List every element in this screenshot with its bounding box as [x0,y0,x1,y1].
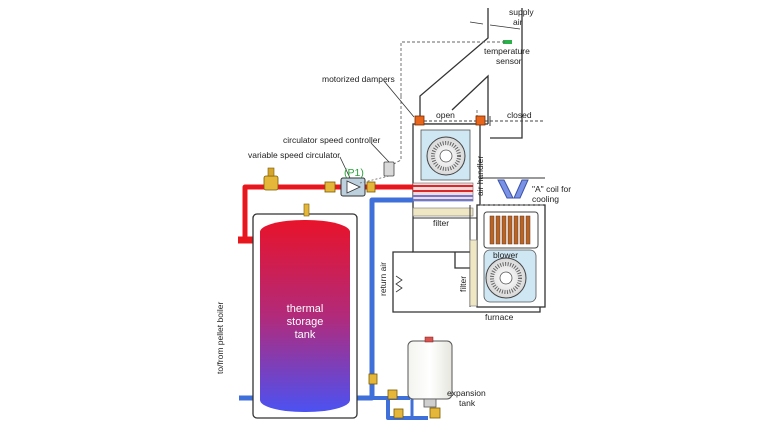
label-supply-air-2: air [513,17,523,27]
damper-icon [414,115,476,126]
burner-tubes [489,215,531,245]
circulator-pump-icon [340,177,366,197]
fan-icon [485,257,527,299]
valve-icon [387,389,441,419]
thermal-storage-tank [252,203,358,419]
label-a-coil-2: cooling [532,194,559,204]
a-coil-icon [497,179,529,199]
label-thermal-storage-3: tank [295,329,316,341]
return-air-arrow [395,275,403,293]
label-supply-air: supply [509,7,534,17]
label-temperature-sensor-2: sensor [496,56,522,66]
furnace-cabinet [469,204,546,308]
air-vent-icon [263,167,279,191]
label-air-handler: air handler [475,156,485,196]
label-filter-top: filter [433,218,449,228]
label-temperature-sensor: temperature [484,46,530,56]
air-vent-icon [303,203,310,217]
label-motorized-dampers: motorized dampers [322,74,395,84]
hydronic-coil [412,182,474,202]
label-furnace: furnace [485,312,514,322]
label-expansion-tank-2: tank [459,398,476,408]
label-closed: closed [507,110,532,120]
label-p1: (P1) [344,167,364,179]
expansion-tank [407,336,453,408]
label-thermal-storage-2: storage [287,316,324,328]
valve-icon [324,181,336,193]
valve-icon [366,181,376,193]
label-expansion-tank: expansion [447,388,486,398]
temperature-sensor-icon [469,21,521,44]
valve-icon [368,373,378,385]
controller-leader [370,142,390,163]
dampers-leader [383,80,415,118]
label-return-air: return air [378,262,388,296]
label-open: open [436,110,455,120]
air-handler-cabinet [412,123,481,253]
label-thermal-storage: thermal [287,303,324,315]
label-a-coil: "A" coil for [532,184,571,194]
fan-icon [426,136,466,176]
label-pellet-boiler: to/from pellet boiler [215,302,225,374]
label-blower: blower [493,250,518,260]
damper-icon [475,115,545,126]
label-variable-speed-circulator: variable speed circulator [248,150,340,160]
label-circulator-speed-controller: circulator speed controller [283,135,380,145]
circulator-leader [339,156,351,179]
label-filter-side: filter [458,276,468,292]
